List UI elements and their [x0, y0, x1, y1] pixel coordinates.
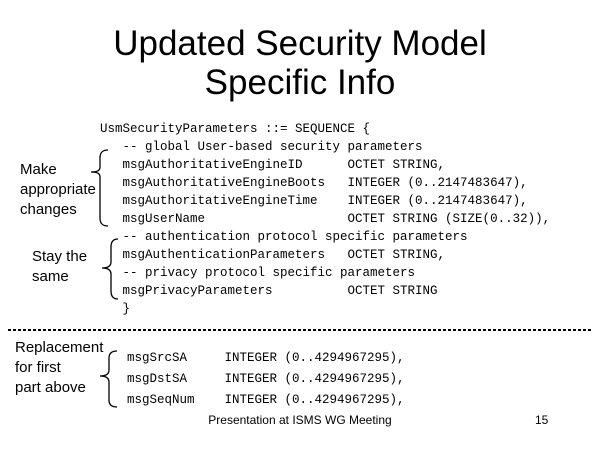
- curly-brace-make-changes: [86, 149, 112, 227]
- footer-presentation-title: Presentation at ISMS WG Meeting: [208, 413, 392, 427]
- label-replacement-for-first-part: Replacement for first part above: [15, 339, 104, 396]
- dotted-divider-line: [8, 329, 592, 331]
- label-stay-the-same: Stay the same: [32, 248, 88, 285]
- slide-title: Updated Security Model Specific Info: [113, 24, 487, 102]
- asn1-sequence-code-block: UsmSecurityParameters ::= SEQUENCE { -- …: [100, 122, 551, 316]
- curly-brace-replacement: [95, 350, 121, 408]
- slide-page-number: 15: [535, 413, 549, 427]
- label-make-appropriate-changes: Make appropriate changes: [20, 161, 96, 218]
- curly-brace-stay-same: [98, 238, 122, 300]
- replacement-code-block: msgSrcSA INTEGER (0..4294967295), msgDst…: [127, 351, 405, 407]
